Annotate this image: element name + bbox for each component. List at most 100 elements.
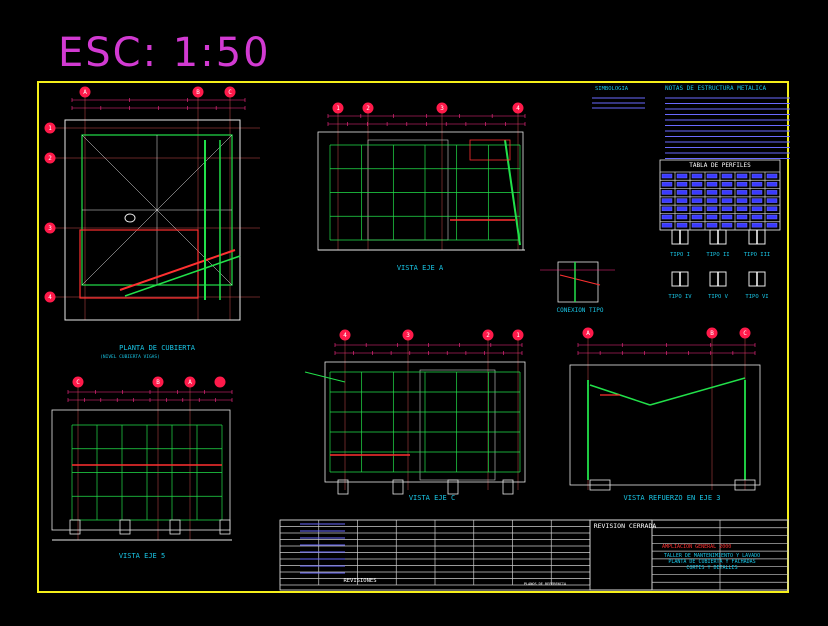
footing — [69, 519, 81, 535]
table-cell-value — [721, 181, 733, 187]
axis-label: 2 — [48, 155, 52, 162]
axis-label: A — [188, 379, 192, 386]
table-cell-value — [766, 206, 778, 212]
connection-beam — [559, 274, 601, 286]
table-cell-value — [691, 222, 703, 228]
table-cell-value — [736, 206, 748, 212]
table-cell-value — [721, 198, 733, 203]
table-cell-value — [691, 206, 703, 212]
footing — [337, 479, 349, 495]
table-cell-value — [661, 206, 673, 212]
table-cell-value — [661, 198, 673, 203]
project-line: AMPLIACION GENERAL 2000 — [662, 544, 731, 550]
table-cell-value — [721, 173, 733, 179]
eave — [304, 371, 346, 383]
footing — [502, 479, 514, 495]
axis-label: C — [743, 330, 747, 337]
beam-red — [79, 229, 199, 299]
table-cell-value — [751, 222, 763, 228]
table-cell-value — [676, 198, 688, 203]
wall-panel — [367, 139, 449, 241]
table-cell-value — [676, 206, 688, 212]
axis-label: 3 — [406, 332, 410, 339]
drawing-name: CORTES Y DETALLES — [686, 565, 737, 571]
footing — [589, 479, 611, 491]
brace — [504, 139, 521, 246]
table-cell-value — [706, 190, 718, 195]
axis-label: 3 — [440, 105, 444, 112]
detail-box — [469, 139, 511, 161]
table-cell-value — [706, 222, 718, 228]
wall-outline — [569, 364, 761, 486]
footing — [734, 479, 756, 491]
table-cell-value — [766, 181, 778, 187]
table-cell-value — [691, 214, 703, 220]
table-cell-value — [706, 214, 718, 220]
notes-title: SIMBOLOGIA — [595, 86, 629, 92]
axis-label: C — [228, 89, 232, 96]
axis-label: B — [710, 330, 714, 337]
table-cell-value — [736, 181, 748, 187]
table-cell-value — [661, 222, 673, 228]
diagonal-beam — [124, 255, 241, 297]
table-cell-value — [751, 190, 763, 195]
table-cell-value — [766, 198, 778, 203]
profile-label: TIPO IV — [668, 294, 692, 300]
footing — [447, 479, 459, 495]
table-cell-value — [661, 190, 673, 195]
wall-outline — [317, 131, 524, 251]
table-cell-value — [751, 198, 763, 203]
profile-label: TIPO III — [744, 252, 771, 258]
referencia-label: PLANOS DE REFERENCIA — [524, 582, 567, 586]
axis-bubble — [214, 376, 226, 388]
drawing-name: TALLER DE MANTENIMIENTO Y LAVADO — [664, 553, 760, 559]
table-cell-value — [736, 198, 748, 203]
table-cell-value — [676, 173, 688, 179]
view-subtitle: (NIVEL CUBIERTA VIGAS) — [100, 354, 160, 360]
axis-label: 2 — [486, 332, 490, 339]
table-cell-value — [721, 214, 733, 220]
door-panel — [419, 369, 496, 481]
table-cell-value — [706, 173, 718, 179]
axis-label: 1 — [516, 332, 520, 339]
table-cell-value — [736, 190, 748, 195]
profile-label: TIPO II — [706, 252, 729, 258]
table-cell-value — [736, 214, 748, 220]
drain — [124, 213, 136, 223]
axis-label: 1 — [48, 125, 52, 132]
table-cell-value — [676, 214, 688, 220]
table-cell-value — [661, 181, 673, 187]
diagonal-beam — [119, 249, 236, 291]
table-cell-value — [706, 181, 718, 187]
wall-outline — [51, 409, 231, 531]
table-cell-value — [676, 222, 688, 228]
drawing-frame — [37, 81, 789, 593]
table-cell-value — [721, 222, 733, 228]
table-cell-value — [661, 214, 673, 220]
table-cell-value — [661, 173, 673, 179]
table-cell-value — [736, 173, 748, 179]
axis-label: 4 — [48, 294, 52, 301]
table-cell-value — [751, 214, 763, 220]
view-title: VISTA REFUERZO EN EJE 3 — [624, 494, 721, 502]
profile-label: TIPO V — [708, 294, 729, 300]
footing — [392, 479, 404, 495]
profile-label: TIPO I — [670, 252, 690, 258]
table-cell-value — [721, 190, 733, 195]
table-cell-value — [706, 206, 718, 212]
table-cell-value — [736, 222, 748, 228]
view-title: VISTA EJE C — [409, 494, 455, 502]
roof-outline — [64, 119, 241, 321]
table-cell-value — [676, 181, 688, 187]
revision-label: REVISION CERRADA — [594, 522, 657, 530]
profile-label: TIPO VI — [745, 294, 768, 300]
table-cell-value — [721, 206, 733, 212]
table-cell-value — [751, 173, 763, 179]
roof-truss — [649, 377, 746, 406]
